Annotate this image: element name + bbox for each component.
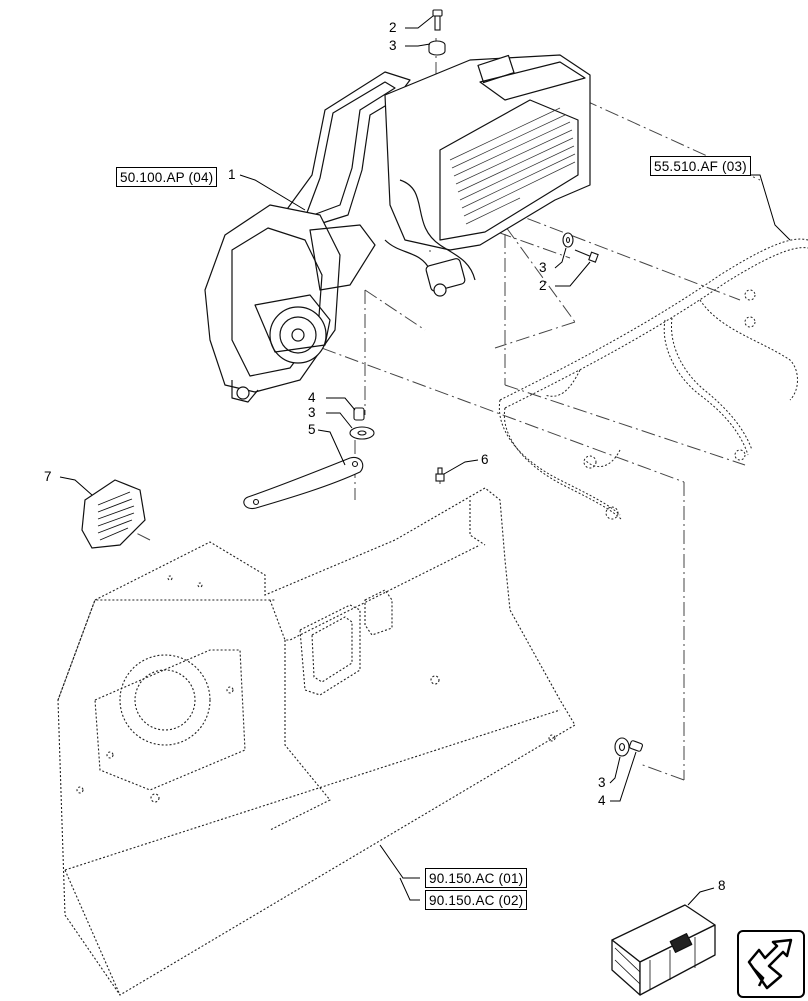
reference-label-90-150-ac-02[interactable]: 90.150.AC (02) — [425, 890, 528, 910]
callout-3-left: 3 — [308, 405, 316, 420]
spacer-part-4-left — [353, 407, 365, 421]
callout-1: 1 — [228, 167, 236, 182]
callout-2-mid: 2 — [539, 278, 547, 293]
next-page-arrow-icon — [747, 938, 793, 990]
washer-part-3-bottom — [614, 737, 630, 757]
strap-part-5 — [243, 456, 364, 510]
reference-label-50-100-ap-04[interactable]: 50.100.AP (04) — [116, 167, 218, 187]
next-page-button[interactable] — [737, 930, 805, 998]
hvac-unit — [204, 54, 591, 403]
bolt-part-2-mid — [574, 249, 599, 263]
callout-3-top: 3 — [389, 38, 397, 53]
vent-grille-part-7 — [81, 479, 146, 549]
callout-4-left: 4 — [308, 390, 316, 405]
cab-frame-phantom — [57, 487, 576, 996]
callout-8: 8 — [718, 878, 726, 893]
bolt-part-2-top — [432, 9, 443, 31]
washer-part-3-left — [349, 426, 375, 440]
callout-4-bottom: 4 — [598, 793, 606, 808]
screw-part-6 — [435, 467, 445, 482]
washer-part-3-mid — [562, 232, 574, 248]
callout-6: 6 — [481, 452, 489, 467]
reference-label-90-150-ac-01[interactable]: 90.150.AC (01) — [425, 868, 528, 888]
callout-5: 5 — [308, 422, 316, 437]
washer-part-3-top — [428, 40, 446, 56]
callout-3-mid: 3 — [539, 260, 547, 275]
callout-2-top: 2 — [389, 20, 397, 35]
callout-3-bottom: 3 — [598, 775, 606, 790]
spacer-part-4-bottom — [629, 740, 643, 752]
wiring-harness — [498, 238, 808, 521]
reference-label-55-510-af-03[interactable]: 55.510.AF (03) — [650, 156, 751, 176]
leader-lines — [59, 15, 791, 906]
parts-crate-icon — [611, 904, 716, 996]
assembly-axis-lines — [109, 38, 761, 781]
callout-7: 7 — [44, 469, 52, 484]
